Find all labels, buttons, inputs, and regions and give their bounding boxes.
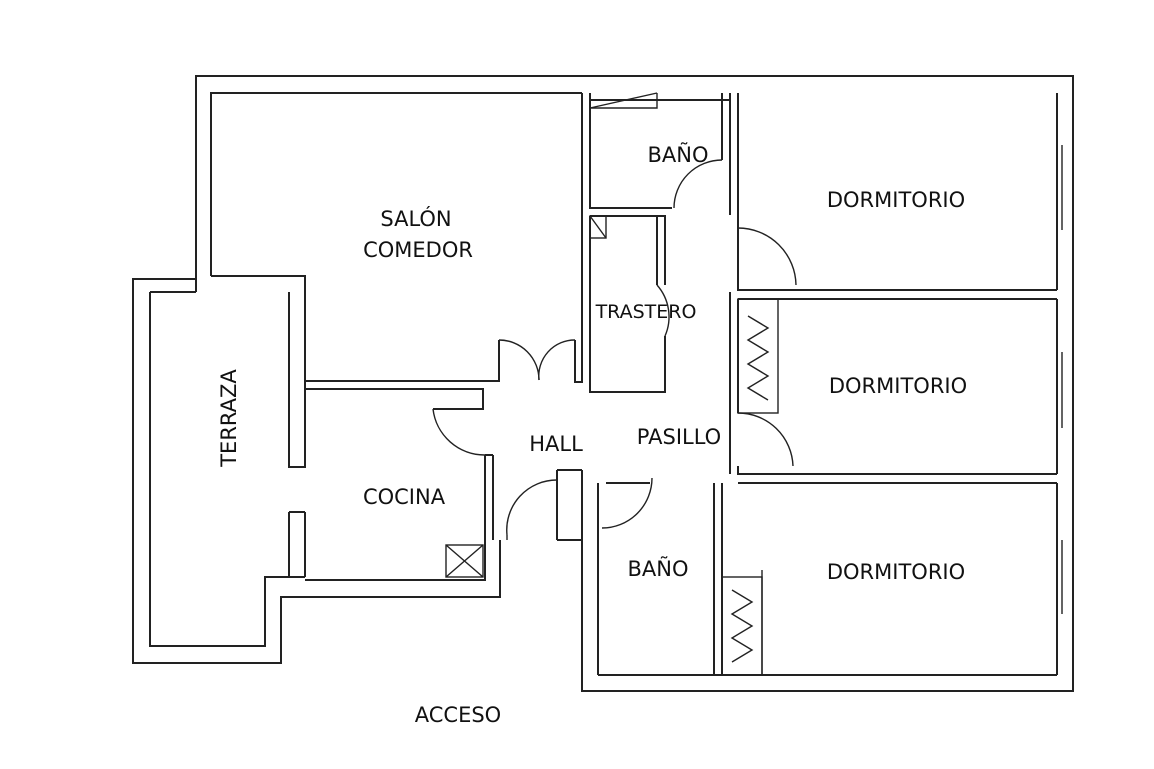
label-dormitorio-3: DORMITORIO	[827, 560, 965, 584]
label-hall: HALL	[529, 432, 583, 456]
closet-hatching	[730, 315, 770, 663]
label-acceso: ACCESO	[415, 703, 501, 727]
doors	[432, 159, 797, 540]
label-dormitorio-1: DORMITORIO	[827, 188, 965, 212]
label-bano-top: BAÑO	[647, 141, 708, 167]
label-trastero: TRASTERO	[595, 301, 697, 323]
label-terraza: TERRAZA	[217, 369, 241, 468]
label-cocina: COCINA	[363, 485, 446, 509]
room-labels: SALÓN COMEDOR BAÑO DORMITORIO TRASTERO D…	[217, 141, 967, 727]
label-bano-bottom: BAÑO	[627, 555, 688, 581]
label-salon-line1: SALÓN	[380, 206, 451, 231]
interior-walls	[305, 92, 1063, 676]
label-salon-line2: COMEDOR	[363, 238, 473, 262]
label-dormitorio-2: DORMITORIO	[829, 374, 967, 398]
label-pasillo: PASILLO	[637, 425, 721, 449]
